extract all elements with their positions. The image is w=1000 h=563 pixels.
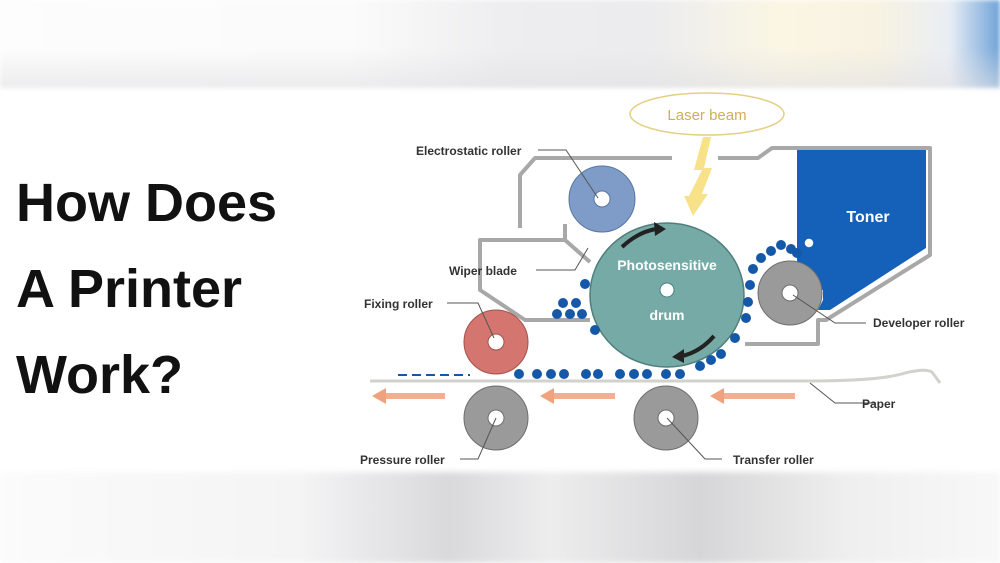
paper-label: Paper <box>862 397 896 411</box>
blurred-bottom-band <box>0 472 1000 563</box>
transfer-roller-label: Transfer roller <box>733 453 814 467</box>
rotation-arrow-bottom <box>681 334 716 358</box>
lightning-icon <box>684 137 712 216</box>
title-line-1: How Does <box>16 173 278 233</box>
leader-lines <box>447 149 876 460</box>
toner-label: Toner <box>846 209 889 226</box>
electrostatic-roller-label: Electrostatic roller <box>416 144 522 158</box>
arrowhead-icon <box>672 349 684 363</box>
developer-roller <box>757 260 823 326</box>
title-line-2: A Printer <box>16 259 243 319</box>
toner-particles <box>514 240 802 379</box>
laser-beam-bubble <box>629 92 785 136</box>
pressure-roller-label: Pressure roller <box>360 453 445 467</box>
blurred-top-band <box>0 0 1000 88</box>
arrowhead-icon <box>654 222 666 236</box>
paper-sheet <box>370 368 942 384</box>
drum-axle <box>659 282 675 298</box>
housing-frame <box>478 146 932 346</box>
drum-label-2: drum <box>650 307 685 323</box>
page-title: How Does A Printer Work? <box>16 160 277 418</box>
drum-label-1: Photosensitive <box>617 257 717 273</box>
fixing-roller-label: Fixing roller <box>364 297 433 311</box>
toner-particle-outline <box>803 237 815 249</box>
rotation-arrow-top <box>620 227 657 249</box>
title-line-3: Work? <box>16 345 184 405</box>
fixing-roller <box>463 309 529 375</box>
laser-beam-label: Laser beam <box>667 107 746 124</box>
electrostatic-roller <box>568 165 636 233</box>
paper-direction-arrows <box>372 388 795 404</box>
toner-cartridge <box>797 150 926 310</box>
developer-roller-label: Developer roller <box>873 316 965 330</box>
wiper-blade-label: Wiper blade <box>449 264 517 278</box>
